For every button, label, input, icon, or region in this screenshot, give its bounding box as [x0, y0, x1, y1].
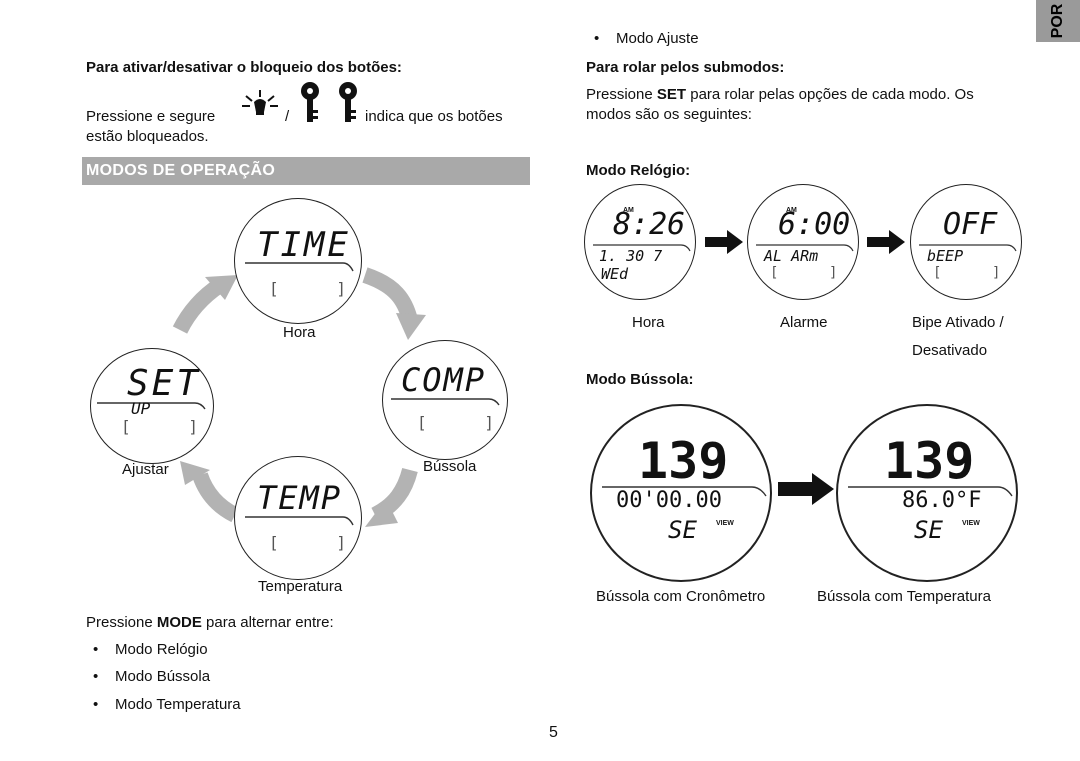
scroll-text: Pressione SET para rolar pelas opções de…: [586, 86, 974, 103]
section-title: MODOS DE OPERAÇÃO: [86, 162, 276, 179]
clock-dial-label-2: Desativado: [912, 342, 988, 359]
time-mode-label: Hora: [283, 324, 316, 341]
compass-dial-label: Bússola com Cronômetro: [596, 588, 766, 605]
key-icon: [339, 82, 357, 122]
clock-dial-alarm: AM 6:00 AL ARm [ ]: [747, 184, 859, 300]
section-header: MODOS DE OPERAÇÃO: [82, 157, 530, 185]
compass-mode-heading: Modo Bússola:: [586, 371, 694, 388]
clock-dial-main: 8:26: [613, 207, 686, 242]
clock-dial-beep: OFF bEEP [ ]: [910, 184, 1022, 300]
mode-key: MODE: [156, 614, 202, 631]
light-icon: [242, 90, 278, 115]
set-mode-dial: SET UP [ ]: [90, 348, 214, 464]
language-tab: POR: [1036, 0, 1080, 42]
set-lcd: SET: [127, 363, 202, 404]
lock-slash: /: [285, 108, 290, 125]
set-key: SET: [656, 86, 687, 103]
clock-dial-label: Alarme: [780, 314, 828, 331]
mode-intro: Pressione MODE para alternar entre:: [86, 614, 334, 631]
language-tab-label: POR: [1049, 3, 1066, 39]
temp-lcd: TEMP: [257, 479, 343, 517]
lock-text-a: Pressione e segure: [86, 108, 216, 125]
set-mode-label: Ajustar: [122, 461, 169, 478]
compass-dial-main: 139: [638, 432, 729, 490]
key-icon: [301, 82, 319, 122]
time-mode-dial: TIME [ ]: [234, 198, 362, 324]
compass-dial-chrono: 139 00'00.00 SE VIEW: [590, 404, 772, 582]
clock-dial-label: Bipe Ativado /: [912, 314, 1004, 331]
scroll-text-2: modos são os seguintes:: [586, 106, 752, 123]
scroll-heading: Para rolar pelos submodos:: [586, 59, 785, 76]
compass-dial-label: Bússola com Temperatura: [817, 588, 991, 605]
lock-text-c: estão bloqueados.: [86, 128, 209, 145]
lock-text-b: indica que os botões: [365, 108, 503, 125]
comp-mode-dial: COMP [ ]: [382, 340, 508, 460]
page-number: 5: [549, 724, 558, 741]
right-arrow-icon: [867, 230, 905, 254]
mode-cycle-arrows: [172, 267, 426, 527]
compass-dial-temp: 139 86.0°F SE VIEW: [836, 404, 1018, 582]
comp-mode-label: Bússola: [423, 458, 477, 475]
clock-dial-main: OFF: [943, 207, 998, 242]
comp-lcd: COMP: [401, 361, 487, 399]
mode-list-item: •Modo Bússola: [93, 668, 211, 685]
clock-dial-label: Hora: [632, 314, 665, 331]
mode-list-item: •Modo Temperatura: [93, 696, 241, 713]
right-arrow-icon: [705, 230, 743, 254]
mode-list-item: •Modo Relógio: [93, 641, 208, 658]
time-lcd: TIME: [257, 225, 351, 265]
clock-dial-main: 6:00: [778, 207, 851, 242]
lock-heading: Para ativar/desativar o bloqueio dos bot…: [86, 59, 402, 76]
compass-dial-main: 139: [884, 432, 975, 490]
set-lcd-sub: UP: [131, 399, 151, 418]
clock-dial-time: AM 8:26 1. 30 7 WEd: [584, 184, 696, 300]
mode-list-item: •Modo Ajuste: [594, 30, 699, 47]
clock-mode-heading: Modo Relógio:: [586, 162, 691, 179]
temp-mode-label: Temperatura: [258, 578, 343, 595]
right-arrow-icon: [778, 473, 834, 505]
temp-mode-dial: TEMP [ ]: [234, 456, 362, 580]
